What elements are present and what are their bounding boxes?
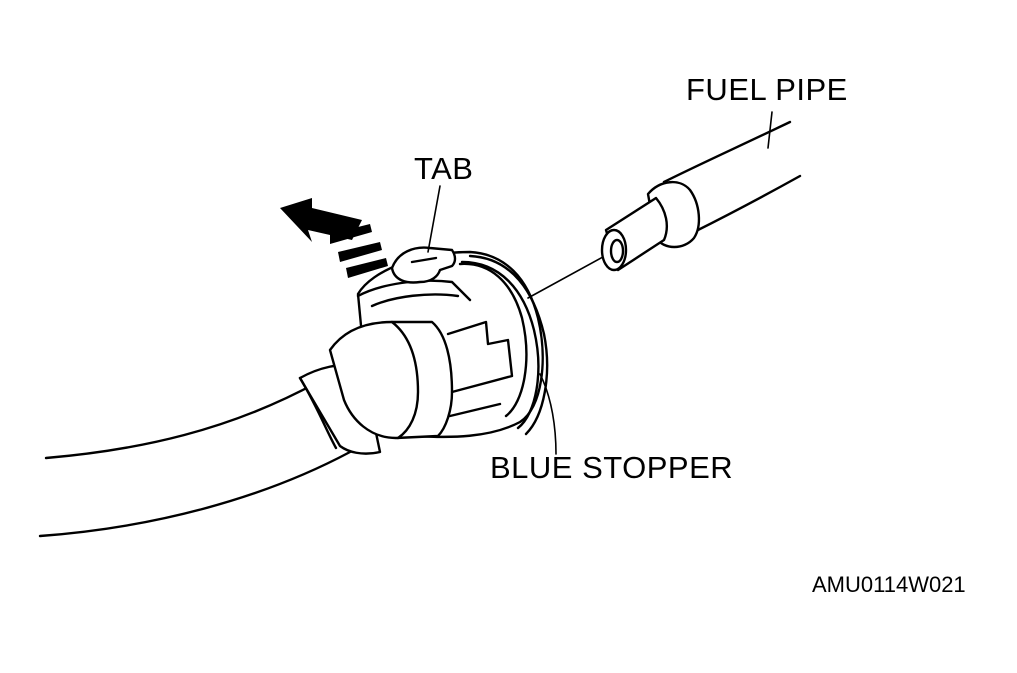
figure-code: AMU0114W021 <box>812 572 966 597</box>
axis-line <box>527 251 613 299</box>
push-direction-arrow <box>280 198 388 278</box>
tab-leader-line <box>427 185 441 253</box>
fuel-pipe-leader-line <box>767 111 773 149</box>
fuel-hose <box>38 363 382 538</box>
fuel-pipe-label: FUEL PIPE <box>686 72 848 107</box>
blue-stopper-leader-line <box>539 373 557 455</box>
blue-stopper-label: BLUE STOPPER <box>490 450 734 485</box>
fuel-pipe <box>600 120 802 272</box>
tab-label: TAB <box>414 151 474 186</box>
quick-connector <box>328 246 549 440</box>
